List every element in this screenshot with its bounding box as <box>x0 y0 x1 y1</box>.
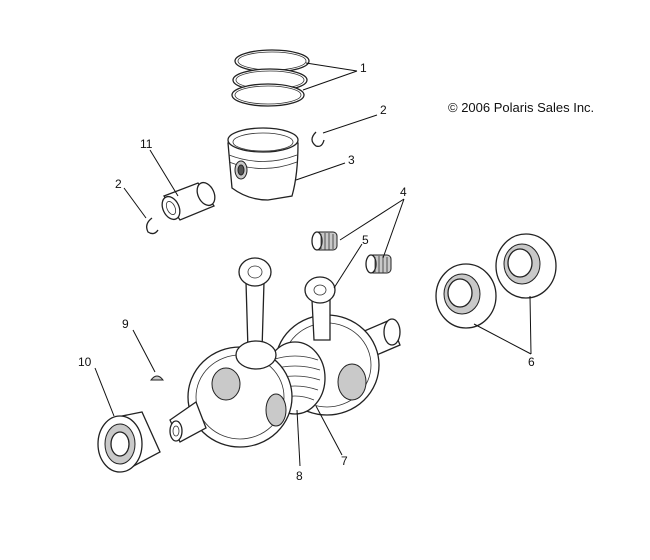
leader-lines <box>94 62 532 467</box>
callout-4: 4 <box>400 185 407 199</box>
callout-11: 11 <box>140 137 153 151</box>
piston <box>227 127 299 201</box>
callout-labels: 1 2 3 11 2 4 5 6 9 10 8 7 <box>78 61 535 483</box>
callout-8: 8 <box>296 469 303 483</box>
copyright-notice: © 2006 Polaris Sales Inc. <box>448 100 595 115</box>
callout-6: 6 <box>528 355 535 369</box>
crankshaft-assembly <box>169 257 401 448</box>
ball-bearing <box>97 411 161 473</box>
circlip-right <box>311 131 325 148</box>
callout-9: 9 <box>122 317 129 331</box>
callout-7: 7 <box>341 454 348 468</box>
woodruff-key <box>149 375 165 381</box>
callout-5: 5 <box>362 233 369 247</box>
callout-10: 10 <box>78 355 92 369</box>
needle-bearing-upper <box>311 231 338 251</box>
callout-1: 1 <box>360 61 367 75</box>
crank-seal-left <box>435 263 497 329</box>
needle-bearing-lower <box>365 254 392 274</box>
piston-rings <box>231 49 310 107</box>
callout-3: 3 <box>348 153 355 167</box>
callout-2-circlip-left: 2 <box>115 177 122 191</box>
circlip-left <box>146 217 159 235</box>
piston-pin <box>161 181 216 221</box>
callout-2-circlip-right: 2 <box>380 103 387 117</box>
crank-seal-right <box>495 233 557 299</box>
